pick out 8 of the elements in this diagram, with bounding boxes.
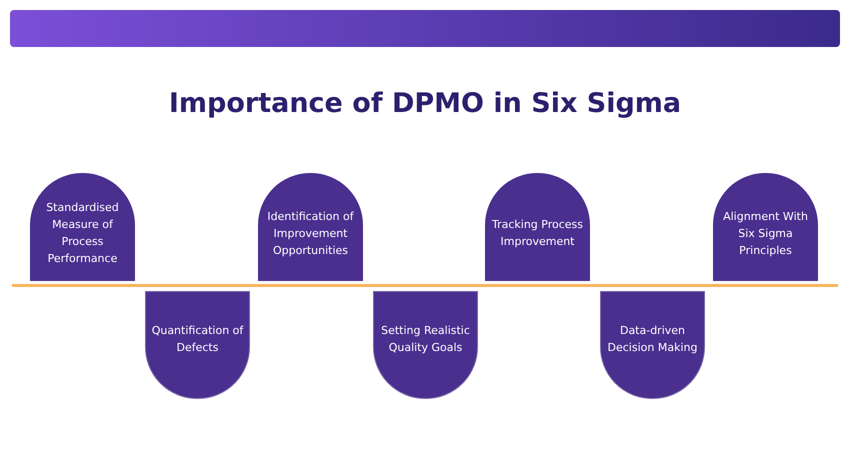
arch-card: Standardised Measure of Process Performance [30,173,135,281]
title: Importance of DPMO in Six Sigma [168,88,682,119]
arch-card: Alignment With Six Sigma Principles [713,173,818,281]
arch-card: Setting Realistic Quality Goals [373,291,478,399]
arch-card: Quantification of Defects [145,291,250,399]
arch-card: Tracking Process Improvement [485,173,590,281]
arch-card: Data-driven Decision Making [600,291,705,399]
arch-card: Identification of Improvement Opportunities [258,173,363,281]
